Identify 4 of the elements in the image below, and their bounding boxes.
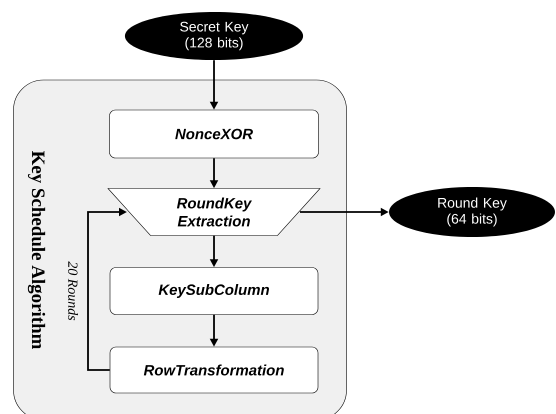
process-box: KeySubColumn — [110, 267, 318, 315]
process-box: RowTransformation — [110, 346, 318, 394]
process-box: NonceXOR — [109, 110, 319, 158]
edge-label: 20 Rounds — [67, 260, 79, 322]
